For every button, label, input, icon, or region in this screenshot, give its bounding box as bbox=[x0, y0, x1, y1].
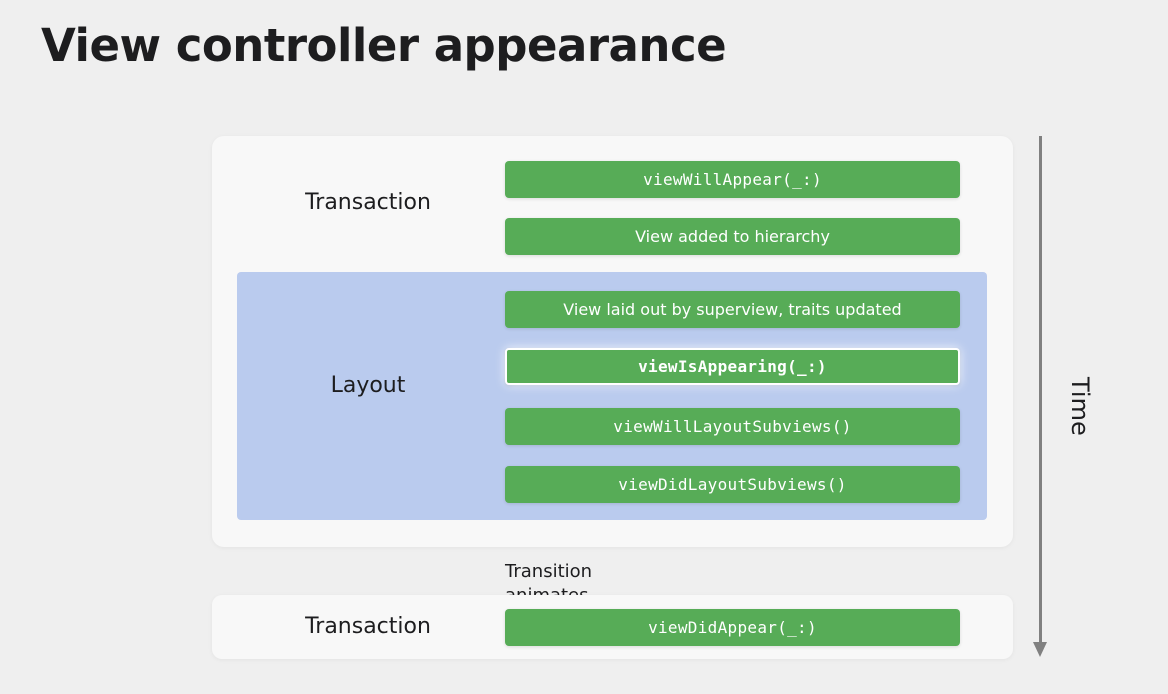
step-view-did-appear: viewDidAppear(_:) bbox=[505, 609, 960, 646]
layout-label: Layout bbox=[330, 373, 406, 398]
step-view-will-layout-subviews: viewWillLayoutSubviews() bbox=[505, 408, 960, 445]
step-view-did-layout-subviews: viewDidLayoutSubviews() bbox=[505, 466, 960, 503]
step-view-is-appearing: viewIsAppearing(_:) bbox=[505, 348, 960, 385]
step-view-added-to-hierarchy: View added to hierarchy bbox=[505, 218, 960, 255]
step-view-will-appear: viewWillAppear(_:) bbox=[505, 161, 960, 198]
transaction-label-top: Transaction bbox=[305, 190, 431, 215]
transaction-label-bottom: Transaction bbox=[305, 614, 431, 639]
step-view-laid-out: View laid out by superview, traits updat… bbox=[505, 291, 960, 328]
time-label: Time bbox=[1066, 377, 1094, 436]
page-title: View controller appearance bbox=[41, 19, 727, 72]
time-axis-line bbox=[1039, 136, 1042, 644]
time-arrow-icon bbox=[1033, 642, 1047, 657]
